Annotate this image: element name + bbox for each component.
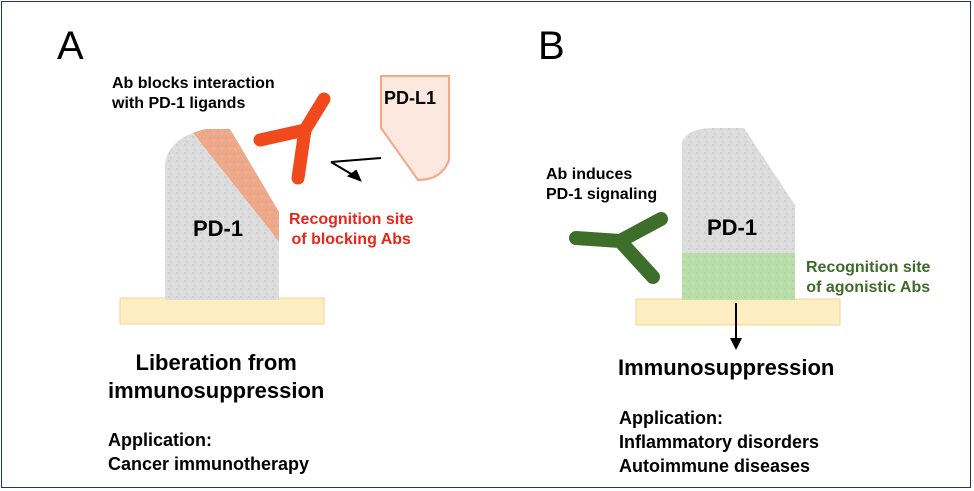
agonistic-site-line1: Recognition site <box>806 259 931 276</box>
pd1-receptor-a <box>165 129 279 300</box>
ab-caption-a: Ab blocks interaction with PD-1 ligands <box>112 74 275 114</box>
signaling-arrow <box>730 303 742 350</box>
application-b: Application: Inflammatory disorders Auto… <box>619 406 819 478</box>
ab-caption-a-line2: with PD-1 ligands <box>112 95 246 112</box>
blocking-site-label: Recognition site of blocking Abs <box>289 210 413 250</box>
outcome-b: Immunosuppression <box>618 355 835 380</box>
membrane-a <box>119 297 325 325</box>
application-b-item2: Autoimmune diseases <box>619 456 811 476</box>
panel-letter-b: B <box>538 24 565 68</box>
pd1-label-a: PD-1 <box>193 216 244 241</box>
blocking-site-region <box>190 129 279 246</box>
agonistic-site-label: Recognition site of agonistic Abs <box>806 258 930 298</box>
pd1-receptor-b <box>682 128 795 300</box>
interaction-arrow <box>330 157 382 182</box>
blocking-antibody <box>253 92 331 185</box>
agonistic-site-region <box>682 253 795 300</box>
ab-caption-b-line1: Ab induces <box>546 166 633 183</box>
agonistic-antibody <box>569 212 668 284</box>
membrane-b <box>635 298 841 326</box>
application-b-heading: Application: <box>619 408 723 428</box>
outcome-a-line1: Liberation from <box>135 350 297 375</box>
outcome-a-line2: immunosuppression <box>108 378 325 403</box>
ab-caption-b-line2: PD-1 signaling <box>546 186 658 203</box>
application-b-item1: Inflammatory disorders <box>619 432 820 452</box>
ab-caption-a-line1: Ab blocks interaction <box>112 75 275 92</box>
agonistic-site-line2: of agonistic Abs <box>806 279 931 296</box>
pd-l1-ligand <box>380 75 450 182</box>
outcome-a: Liberation from immunosuppression <box>108 349 324 405</box>
application-a-item1: Cancer immunotherapy <box>108 454 310 474</box>
blocking-site-line1: Recognition site <box>289 211 414 228</box>
application-a: Application: Cancer immunotherapy <box>108 428 309 476</box>
ab-caption-b: Ab induces PD-1 signaling <box>546 165 657 205</box>
pd1-label-b: PD-1 <box>707 215 758 240</box>
blocking-site-line2: of blocking Abs <box>291 231 411 248</box>
pd-l1-label: PD-L1 <box>384 88 437 108</box>
panel-letter-a: A <box>57 24 84 68</box>
application-a-heading: Application: <box>108 430 212 450</box>
